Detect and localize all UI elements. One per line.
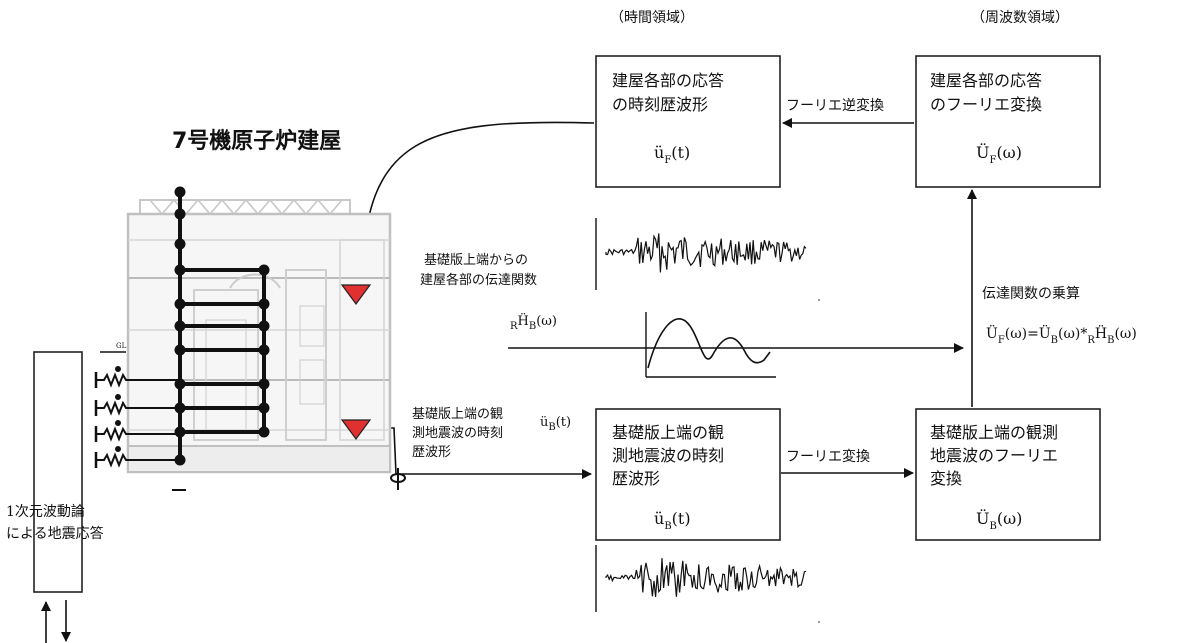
mass-node	[258, 320, 270, 332]
observed-time-line3: 歴波形	[612, 469, 660, 488]
observed-waveform	[595, 545, 807, 612]
observed-fourier-line2: 地震波のフーリエ	[930, 446, 1058, 465]
observed-label-line3: 歴波形	[412, 445, 451, 460]
observed-symbol: üB(t)	[540, 415, 571, 433]
mass-node	[258, 402, 270, 414]
response-fourier-box	[915, 55, 1101, 188]
damper-node	[115, 394, 121, 400]
transfer-function-plot	[645, 312, 776, 378]
response-fourier-line2: のフーリエ変換	[930, 95, 1042, 114]
mass-node	[258, 344, 270, 356]
mass-node	[174, 344, 186, 356]
header-frequency-domain: （周波数領域）	[971, 9, 1069, 26]
mass-node	[174, 186, 186, 198]
observed-fourier-symbol: ÜB(ω)	[976, 508, 1022, 532]
damper-node	[115, 420, 121, 426]
mass-node	[174, 298, 186, 310]
stray-dot	[818, 621, 820, 623]
header-time-domain: （時間領域）	[610, 9, 694, 26]
response-time-line2: の時刻歴波形	[612, 95, 708, 114]
soil-spring	[96, 372, 180, 388]
mass-node	[174, 320, 186, 332]
mass-node	[258, 298, 270, 310]
soil-spring	[96, 426, 180, 442]
gl-label: GL	[116, 342, 127, 350]
response-waveform	[595, 218, 807, 290]
observed-time-line2: 測地震波の時刻	[612, 446, 724, 465]
observed-time-history-box	[595, 408, 781, 541]
mass-node	[174, 238, 186, 250]
transfer-symbol: RḦB(ω)	[510, 312, 557, 332]
observed-time-line1: 基礎版上端の観	[612, 423, 724, 442]
transfer-formula: ÜF(ω)=ÜB(ω)*RḦB(ω)	[986, 324, 1137, 346]
building-section	[126, 198, 392, 474]
observed-label-line1: 基礎版上端の観	[412, 407, 503, 422]
mass-node	[174, 264, 186, 276]
mass-node	[174, 378, 186, 390]
mass-node	[258, 378, 270, 390]
sensor-phi-icon	[390, 468, 406, 490]
observed-fourier-line3: 変換	[930, 469, 962, 488]
damper-node	[115, 366, 121, 372]
transfer-multiply-label: 伝達関数の乗算	[982, 286, 1080, 302]
ground-column-box	[33, 351, 83, 593]
mass-node	[258, 426, 270, 438]
response-time-history-box	[595, 55, 781, 188]
observed-label-line2: 測地震波の時刻	[412, 426, 503, 441]
ground-response-line1: 1次元波動論	[6, 504, 85, 520]
observed-time-symbol: üB(t)	[654, 509, 691, 532]
soil-spring	[96, 452, 180, 468]
response-fourier-line1: 建屋各部の応答	[930, 71, 1042, 90]
mass-node	[174, 208, 186, 220]
building-title: 7号機原子炉建屋	[172, 129, 341, 154]
response-time-symbol: üF(t)	[654, 143, 690, 166]
transfer-function-curve	[647, 318, 771, 369]
stray-dot	[818, 299, 820, 301]
lower-sensor-icon	[340, 419, 372, 441]
damper-node	[115, 446, 121, 452]
mass-node	[174, 426, 186, 438]
inverse-fourier-label: フーリエ逆変換	[786, 97, 884, 114]
response-time-line1: 建屋各部の応答	[612, 71, 724, 90]
transfer-label-line1: 基礎版上端からの	[424, 253, 528, 268]
upper-sensor-icon	[340, 284, 372, 306]
fourier-label: フーリエ変換	[786, 448, 870, 465]
soil-springs	[94, 366, 180, 468]
ground-response-line2: による地震応答	[6, 525, 104, 542]
observed-fourier-box	[915, 408, 1101, 541]
transfer-label-line2: 建屋各部の伝達関数	[420, 272, 537, 288]
mass-node	[258, 264, 270, 276]
soil-spring	[96, 400, 180, 416]
response-fourier-symbol: ÜF(ω)	[976, 142, 1022, 166]
observed-fourier-line1: 基礎版上端の観測	[930, 423, 1058, 442]
